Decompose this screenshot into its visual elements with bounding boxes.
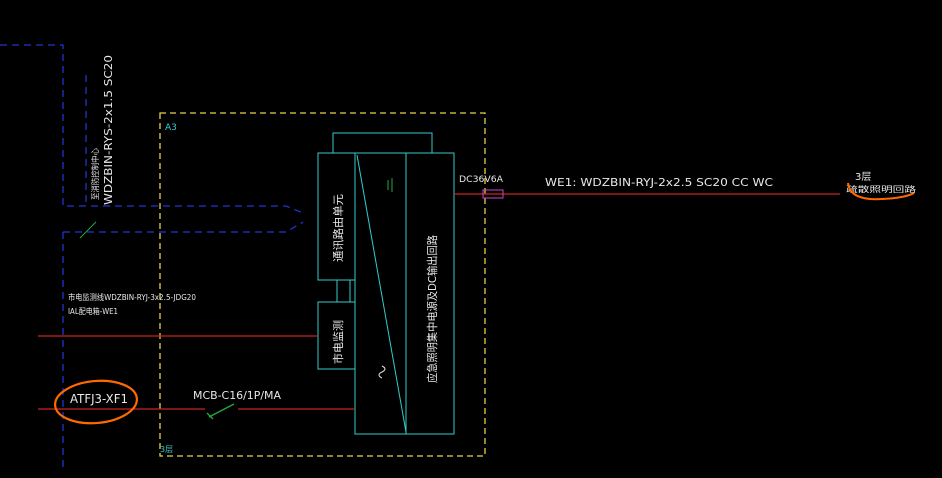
floor-note-highlight [847, 182, 915, 201]
fuse-rating-label: DC36V6A [459, 175, 504, 185]
comm-wire-tick [79, 221, 97, 239]
mains-monitor-source-label: IAL配电箱-WE1 [68, 306, 118, 316]
mains-monitor-label: 市电监测 [331, 320, 345, 364]
enclosure-bottom-tag: 3层 [160, 445, 173, 454]
vertical-cable-label: WDZBIN-RYS-2x1.5 SC20 [102, 55, 115, 205]
breaker-contact [208, 403, 235, 418]
power-unit-assembly [317, 132, 455, 435]
vertical-cable-note: 至消防控制中心 [90, 148, 100, 200]
breaker-label: MCB-C16/1P/MA [193, 389, 281, 402]
comm-wire-top [0, 44, 304, 214]
outgoing-circuit-label: WE1: WDZBIN-RYJ-2x2.5 SC20 CC WC [545, 176, 773, 189]
unit-diagonal [356, 154, 407, 433]
mains-monitor-cable-label: 市电监测线WDZBIN-RYJ-3x2.5-JDG20 [68, 292, 196, 302]
feeder-tag-label: ATFJ3-XF1 [70, 392, 128, 406]
comm-routing-unit-label: 通讯路由单元 [331, 194, 345, 262]
central-power-unit-box [354, 152, 455, 435]
feeder-tag-highlight [54, 379, 138, 425]
floor-note-2: 疏散照明回路 [846, 184, 916, 194]
floor-note: 3层 [855, 171, 871, 183]
comm-wire-lower [63, 221, 304, 233]
comm-wiring [0, 44, 304, 470]
fuse-symbol [482, 189, 504, 199]
top-bracket [332, 132, 433, 153]
dc-symbol [387, 178, 393, 192]
enclosure-tag: A3 [165, 123, 177, 133]
central-power-unit-label: 应急照明集中电源及DC输出回路 [425, 235, 439, 383]
enclosure-boundary [159, 112, 486, 457]
breaker-tick [206, 412, 214, 420]
ac-symbol [378, 365, 386, 379]
